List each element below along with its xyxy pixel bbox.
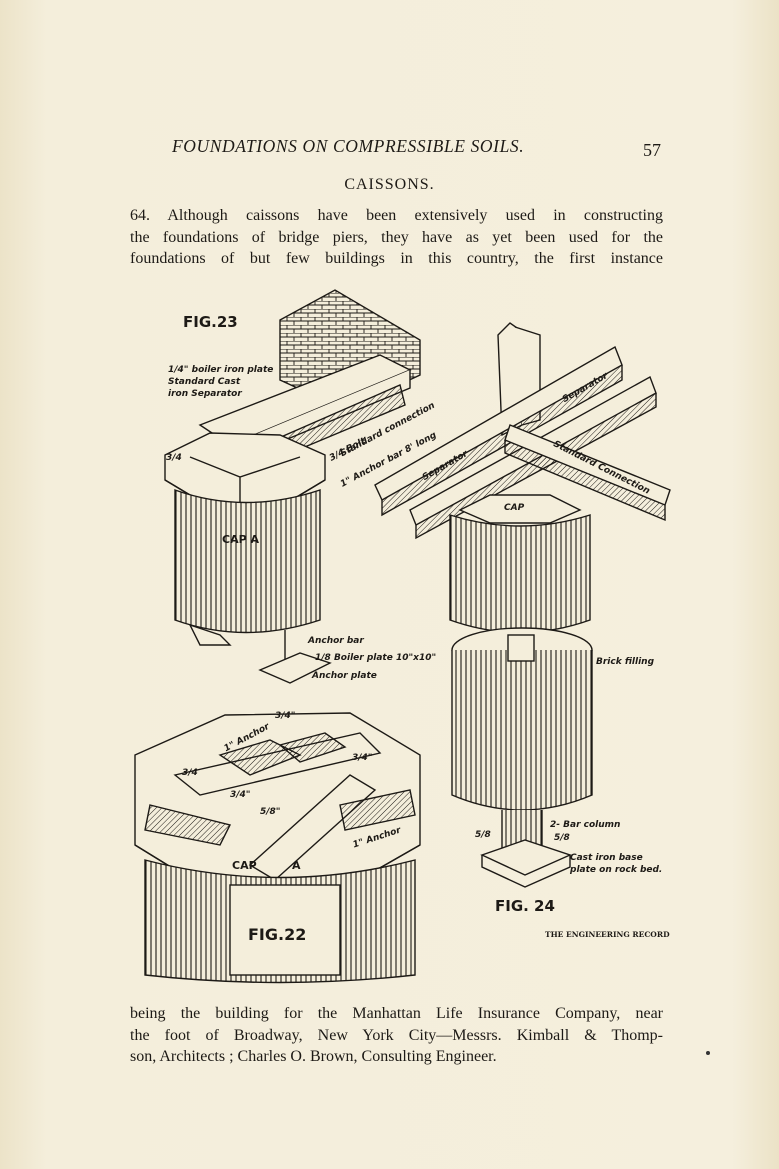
annotation-five-eighths-a: 5/8 <box>475 830 491 840</box>
text-line: 64. Although caissons have been extensiv… <box>130 207 663 224</box>
annotation-anchor-plate: Anchor plate <box>312 671 377 681</box>
annotation-three-quarter-1: 3/4" <box>275 711 296 721</box>
engineering-record-credit: THE ENGINEERING RECORD <box>545 930 670 939</box>
caisson-illustration <box>134 289 671 984</box>
annotation-three-quarter-3: 3/4" <box>352 753 373 763</box>
fig-23-drawing <box>164 289 421 684</box>
annotation-cap-24: CAP <box>504 503 525 513</box>
fig-22-label: FIG.22 <box>248 925 307 944</box>
annotation-brick-filling: Brick filling <box>596 657 655 667</box>
caisson-figures: FIG.23 FIG. 24 FIG.22 1/4" boiler iron p… <box>130 285 675 985</box>
text-line: the foot of Broadway, New York City—Mess… <box>130 1026 663 1044</box>
text-line: being the building for the Manhattan Lif… <box>130 1005 663 1022</box>
text-line: foundations of but few buildings in this… <box>130 250 663 267</box>
annotation-three-quarter: 3/4 <box>166 453 182 463</box>
annotation-anchor-bar-2: Anchor bar <box>308 636 364 646</box>
text-line: son, Architects ; Charles O. Brown, Cons… <box>130 1048 497 1065</box>
page-number: 57 <box>643 140 661 160</box>
annotation-three-quarter-4: 3/4" <box>230 790 251 800</box>
fig-24-label: FIG. 24 <box>495 897 555 915</box>
annotation-base-plate-1: Cast iron base <box>570 853 643 863</box>
paragraph-manhattan-life: being the building for the Manhattan Lif… <box>130 1003 663 1068</box>
annotation-cap-22: CAP <box>232 859 257 872</box>
running-title: FOUNDATIONS ON COMPRESSIBLE SOILS. <box>172 136 525 156</box>
fig-23-label: FIG.23 <box>183 313 238 331</box>
annotation-boiler-plate: 1/4" boiler iron plate <box>168 365 274 375</box>
margin-speck <box>706 1051 710 1055</box>
section-title: CAISSONS. <box>344 176 435 193</box>
fig-24-drawing <box>374 322 671 888</box>
annotation-base-plate-2: plate on rock bed. <box>570 865 663 875</box>
text-line: the foundations of bridge piers, they ha… <box>130 228 663 246</box>
annotation-iron-separator: iron Separator <box>168 389 242 399</box>
annotation-five-eighths-22: 5/8" <box>260 807 281 817</box>
annotation-standard-cast: Standard Cast <box>168 377 241 387</box>
annotation-cap-a: CAP A <box>222 533 259 546</box>
paragraph-caissons-intro: 64. Although caissons have been extensiv… <box>130 205 663 270</box>
annotation-bar-column: 2- Bar column <box>550 820 621 830</box>
fig-22-drawing <box>134 712 421 984</box>
annotation-boiler-plate-2: 1/8 Boiler plate 10"x10" <box>315 653 437 663</box>
annotation-a-22: A <box>292 859 301 872</box>
annotation-five-eighths-b: 5/8 <box>554 833 570 843</box>
annotation-three-quarter-2: 3/4 <box>182 768 198 778</box>
